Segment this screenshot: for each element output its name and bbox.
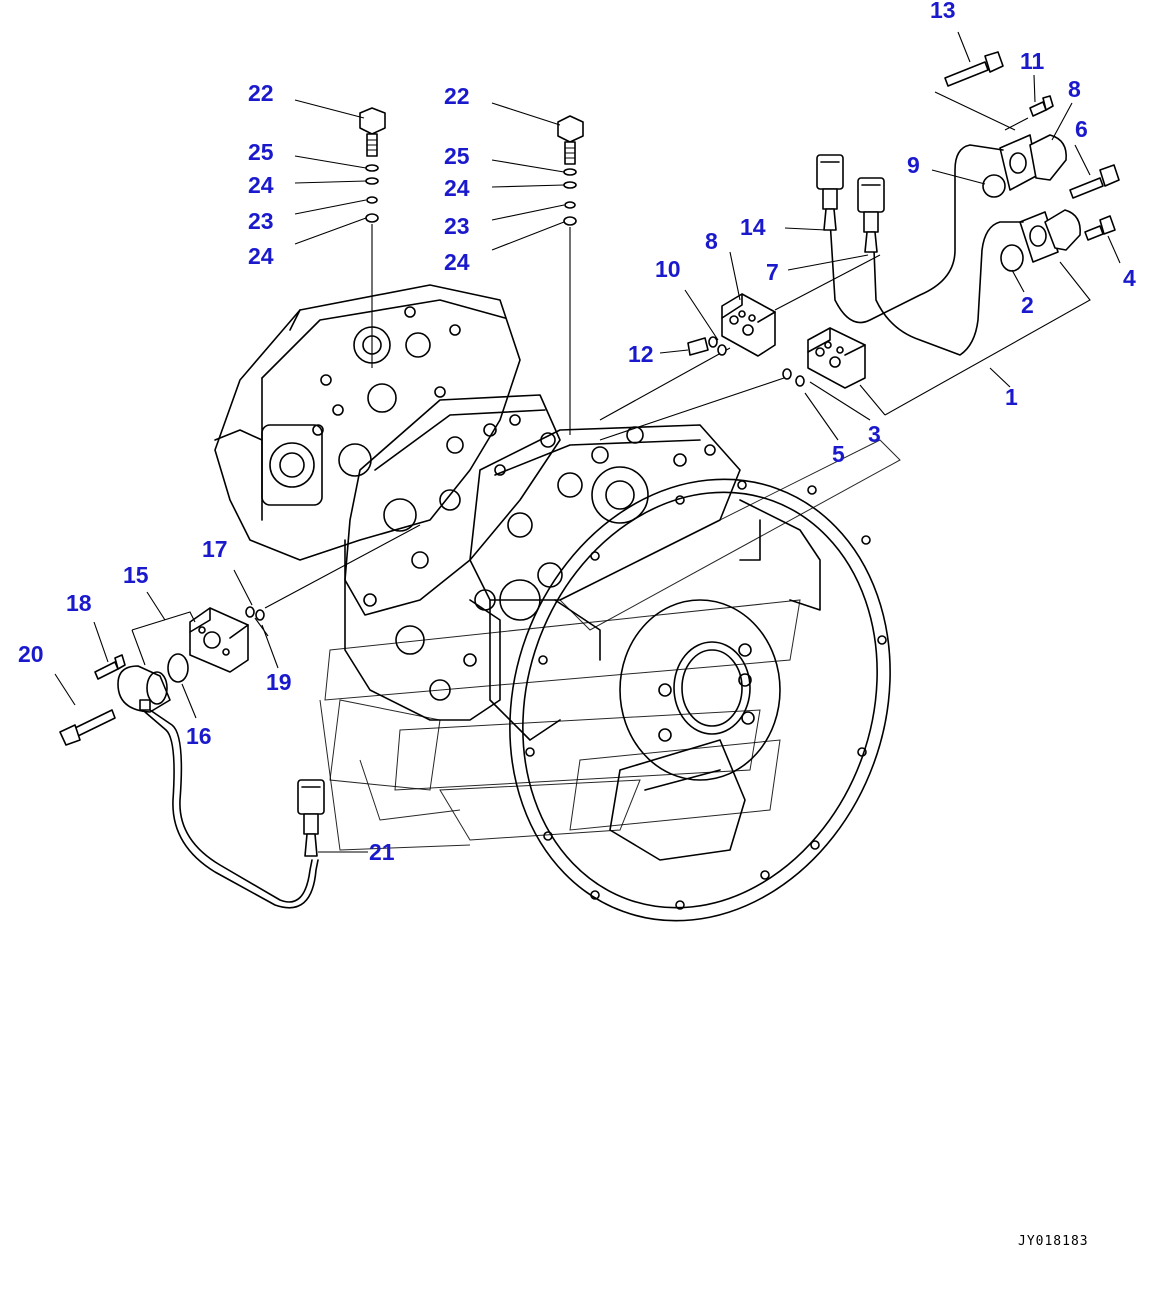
- callout-8-upper: 8: [1068, 76, 1081, 102]
- callout-7: 7: [766, 259, 779, 285]
- plug-stack-right: [557, 115, 584, 435]
- callout-24-right-a: 24: [444, 175, 470, 201]
- plug-stack-left: [359, 107, 386, 368]
- callout-21: 21: [369, 839, 395, 865]
- callout-4: 4: [1123, 265, 1136, 291]
- callout-11: 11: [1020, 48, 1045, 74]
- valve-block-3: [807, 327, 866, 389]
- callout-17: 17: [202, 536, 228, 562]
- callout-labels: 13 11 8 6 9 14 8 7 4 10 2 12 1 3 5 22 25…: [18, 0, 1136, 865]
- callout-2: 2: [1021, 292, 1034, 318]
- solenoid-valve-assembly: [816, 51, 1120, 416]
- callout-24-left-a: 24: [248, 172, 274, 198]
- callout-25-left: 25: [248, 139, 274, 165]
- callout-6: 6: [1075, 116, 1088, 142]
- callout-25-right: 25: [444, 143, 470, 169]
- callout-24-right-b: 24: [444, 249, 470, 275]
- callout-18: 18: [66, 590, 92, 616]
- callout-3: 3: [868, 421, 881, 447]
- leader-lines: [54, 31, 1121, 853]
- callout-1: 1: [1005, 384, 1018, 410]
- drawing-id: JY018183: [1018, 1234, 1089, 1249]
- callout-24-left-b: 24: [248, 243, 274, 269]
- callout-20: 20: [18, 641, 44, 667]
- callout-12: 12: [628, 341, 654, 367]
- callout-14: 14: [740, 214, 766, 240]
- callout-10: 10: [655, 256, 681, 282]
- main-pump-assembly: [214, 284, 891, 922]
- callout-9: 9: [907, 152, 920, 178]
- callout-22-right: 22: [444, 83, 470, 109]
- callout-13: 13: [930, 0, 956, 23]
- callout-19: 19: [266, 669, 292, 695]
- callout-15: 15: [123, 562, 149, 588]
- watermark: [319, 439, 901, 851]
- valve-block-8: [599, 254, 881, 421]
- solenoid-assembly-15: [59, 524, 421, 909]
- callout-22-left: 22: [248, 80, 274, 106]
- flange-bolt-holes: [525, 480, 887, 910]
- callout-5: 5: [832, 441, 845, 467]
- seals-5: [599, 368, 805, 441]
- callout-16: 16: [186, 723, 212, 749]
- callout-23-right: 23: [444, 213, 470, 239]
- callout-23-left: 23: [248, 208, 274, 234]
- callout-8-lower: 8: [705, 228, 718, 254]
- seals-10-12: [687, 336, 727, 356]
